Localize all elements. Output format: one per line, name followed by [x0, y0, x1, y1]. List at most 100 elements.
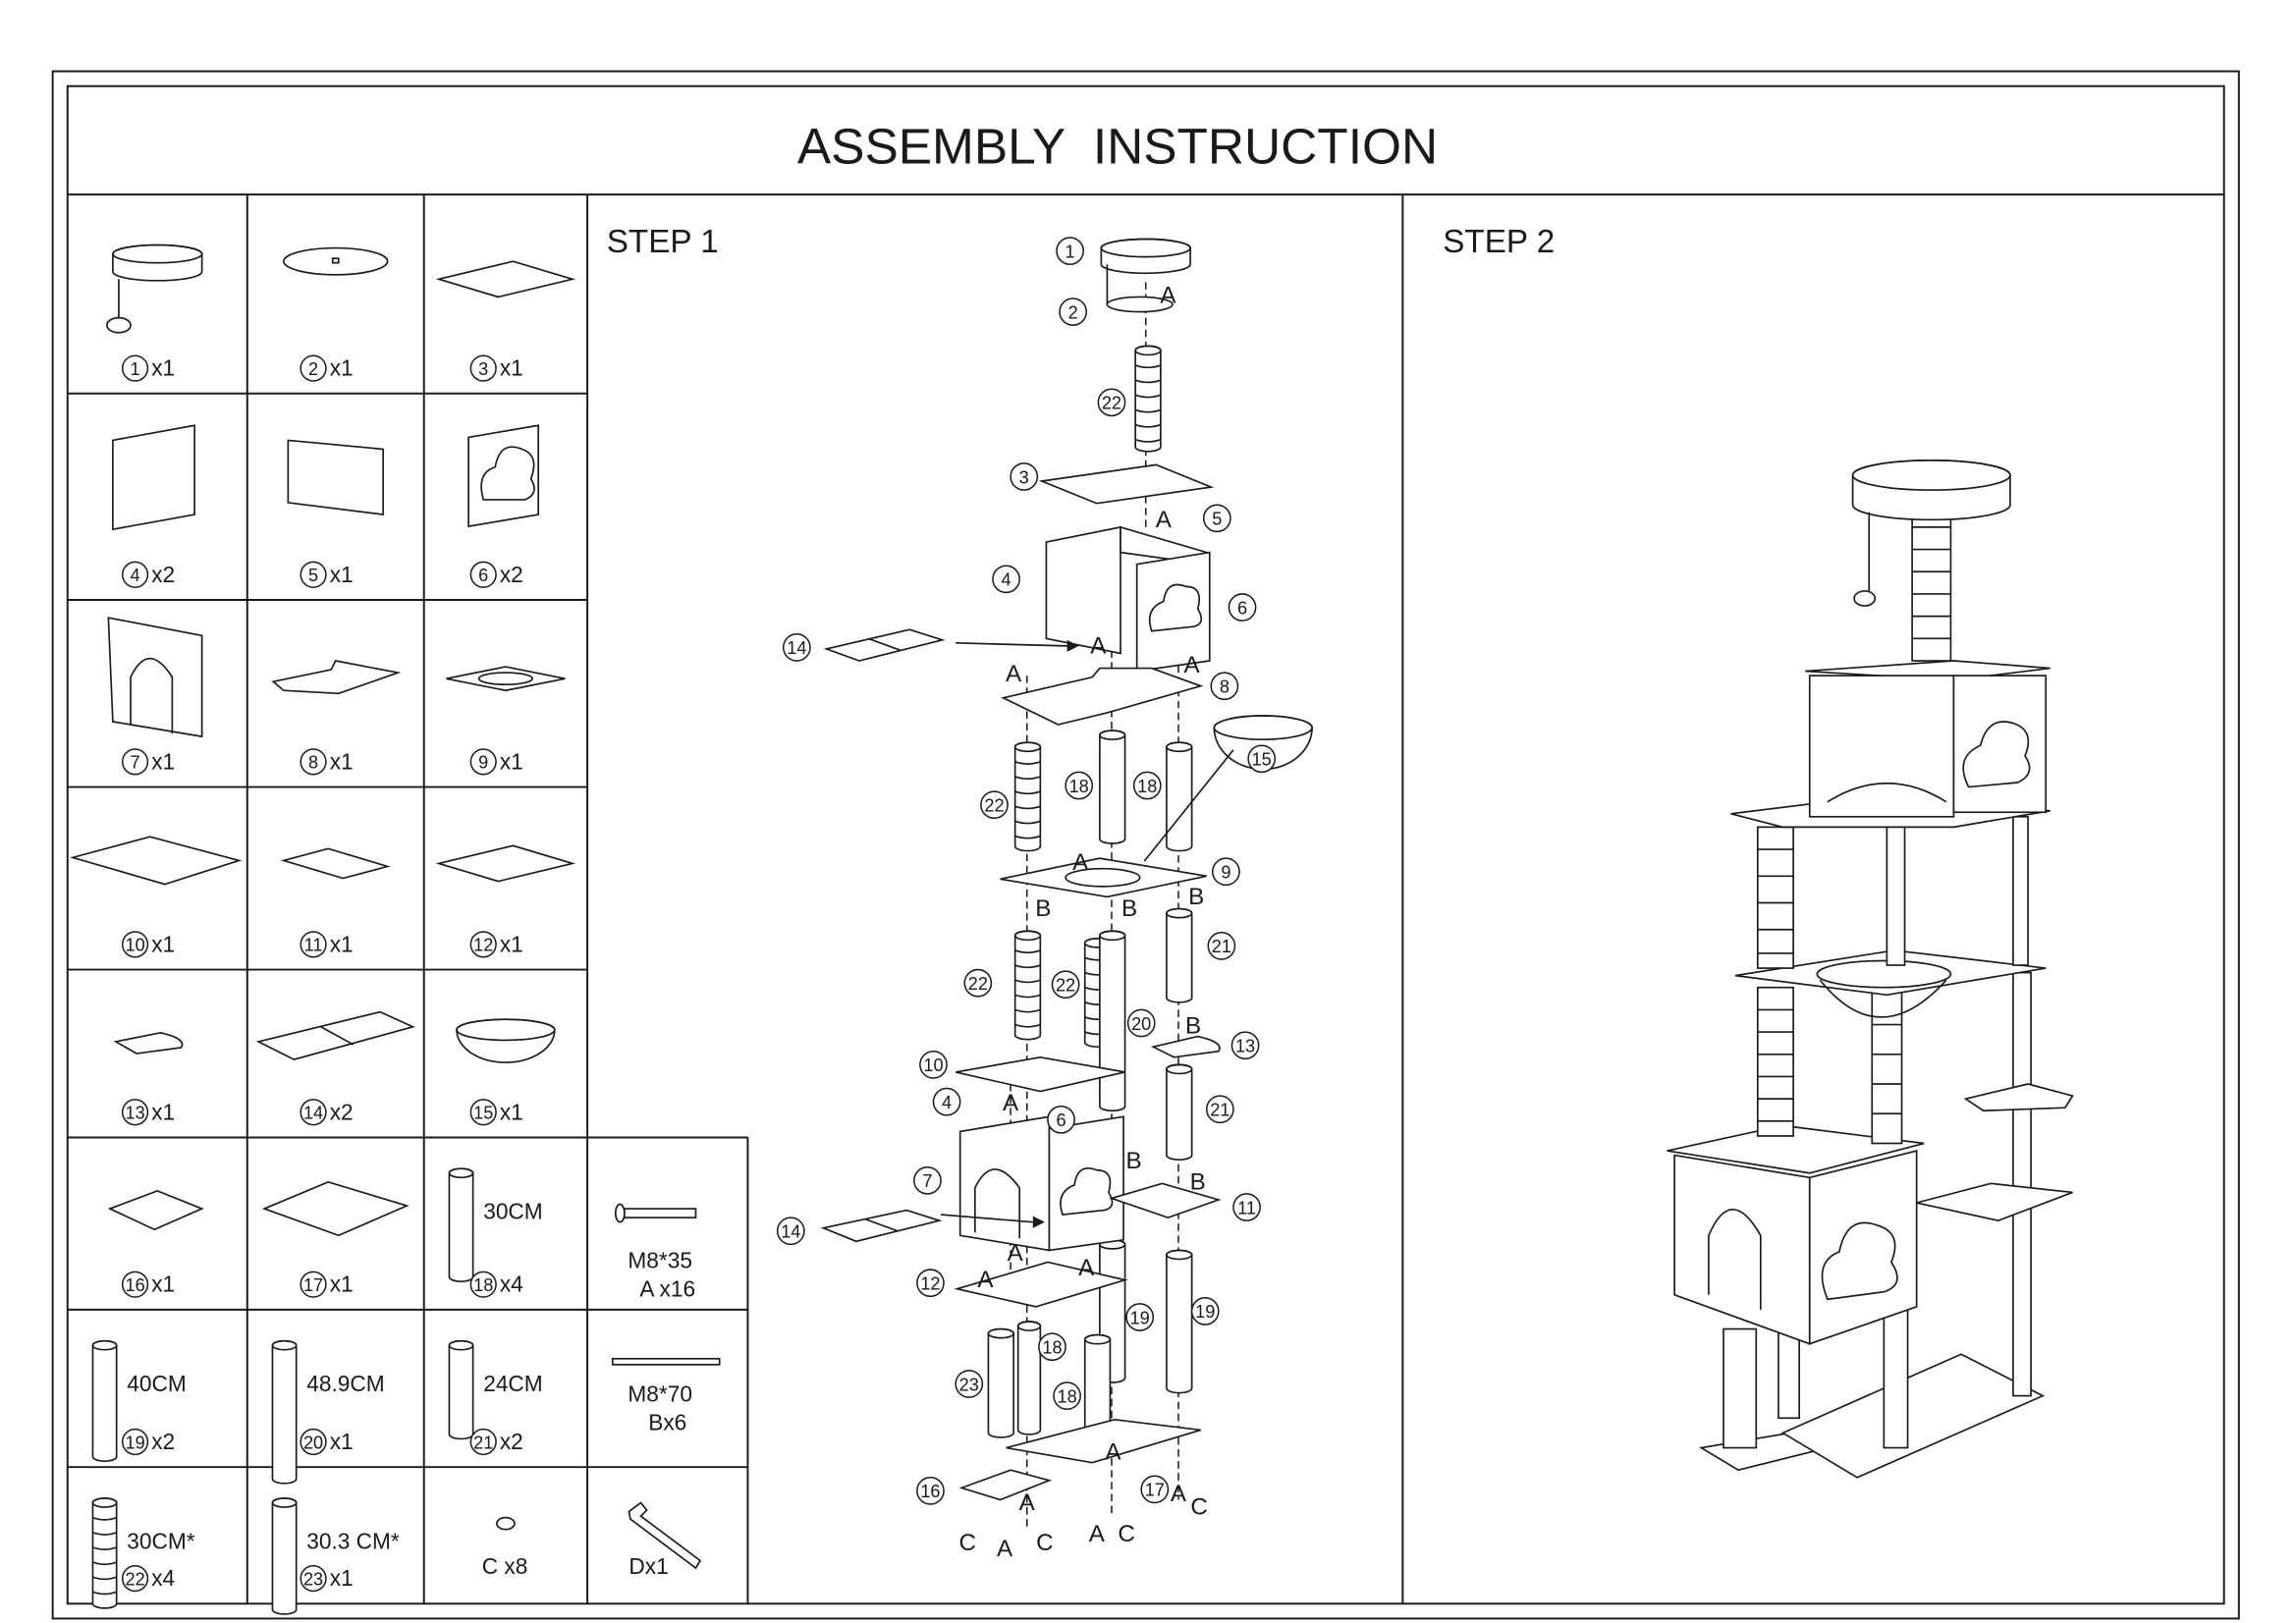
part-number: 11 [304, 936, 323, 955]
back-panel-icon [287, 439, 384, 515]
step1-callout: 5 [1202, 504, 1231, 533]
number-circle [1010, 462, 1039, 491]
step1-callout: 18 [1053, 1381, 1081, 1410]
hardware-letter: B [1190, 1168, 1206, 1195]
part-number: 2 [1068, 302, 1078, 322]
step1-callout: 14 [782, 633, 811, 662]
hardware-4-cell: Dx1 [628, 1501, 702, 1579]
number-circle [300, 1099, 327, 1126]
step1-post [1166, 741, 1193, 852]
part-quantity: x1 [500, 931, 523, 956]
part-quantity: x1 [330, 1271, 354, 1297]
ring-board-icon [446, 666, 566, 692]
part-6-panel-lower [1048, 1115, 1124, 1252]
post-shape [448, 1339, 474, 1440]
step1-callout: 8 [1210, 672, 1239, 701]
part-number-badge: 19 [121, 1428, 149, 1456]
number-circle [121, 561, 149, 588]
part-number: 5 [1212, 510, 1222, 529]
step1-callout: 10 [919, 1050, 948, 1079]
number-circle [955, 1370, 984, 1398]
number-circle [916, 1269, 945, 1298]
post-icon [91, 1339, 118, 1462]
number-circle [932, 1087, 961, 1116]
part-8-cell: 8 x1 [271, 660, 402, 776]
step1-callout: 22 [963, 968, 993, 998]
number-circle [1210, 672, 1239, 701]
number-circle [776, 1217, 805, 1246]
small-step-icon [113, 1031, 184, 1055]
part-quantity: x1 [330, 562, 354, 587]
part-number: 13 [125, 1104, 144, 1123]
inner-border [66, 84, 2225, 1605]
number-circle [469, 354, 497, 382]
part-quantity: x1 [330, 748, 354, 774]
part-quantity: x1 [330, 1565, 354, 1591]
step1-callout: 19 [1125, 1303, 1155, 1331]
part-number-badge: 16 [121, 1271, 149, 1298]
step1-post [1166, 907, 1193, 1003]
number-circle [1202, 504, 1231, 533]
part-quantity: x4 [500, 1271, 523, 1297]
number-circle [1053, 1381, 1081, 1410]
part-number: 14 [303, 1104, 323, 1123]
number-circle [469, 748, 497, 776]
step1-callout: 23 [955, 1370, 984, 1398]
step1-callout: 17 [1140, 1475, 1170, 1504]
number-circle [121, 931, 149, 958]
part-8-board [1001, 667, 1204, 726]
part-number: 8 [1220, 677, 1230, 697]
part-number: 8 [308, 753, 318, 773]
part-quantity: x1 [151, 1099, 175, 1124]
part-number-badge: 12 [469, 931, 497, 958]
step1-callout: 12 [916, 1269, 945, 1298]
hardware-letter: A [1078, 1255, 1095, 1281]
part-quantity: x4 [151, 1565, 175, 1591]
step1-callout: 3 [1010, 462, 1039, 491]
hardware-letter: B [1126, 1148, 1142, 1174]
hardware-letter: C [1118, 1521, 1134, 1547]
part-number-badge: 21 [469, 1428, 497, 1456]
part-number: 22 [968, 974, 988, 994]
part-number: 16 [125, 1275, 144, 1295]
step1-callout: 4 [932, 1087, 961, 1116]
number-circle [121, 1271, 149, 1298]
hardware-letter: A [1171, 1481, 1187, 1507]
part-quantity: x1 [151, 1271, 175, 1297]
part-number: 18 [1137, 777, 1157, 796]
part-quantity: x1 [330, 355, 354, 381]
number-circle [300, 354, 327, 382]
part-number: 7 [131, 753, 140, 773]
hardware-3-cell: C x8 [482, 1516, 527, 1579]
foot-cap-icon [496, 1516, 516, 1531]
step1-callout: 18 [1132, 771, 1162, 800]
number-circle [1230, 1031, 1260, 1060]
step1-callout: 16 [916, 1477, 945, 1505]
part-number: 15 [1252, 750, 1272, 770]
part-number: 18 [1057, 1386, 1076, 1406]
step1-callout: 22 [1097, 388, 1126, 417]
hardware-letter: B [1185, 1013, 1201, 1040]
post-icon [271, 1339, 298, 1485]
part-number: 7 [922, 1171, 932, 1191]
step1-post [987, 1327, 1014, 1438]
hardware-code: A x16 [639, 1275, 695, 1301]
part-number: 21 [1212, 937, 1231, 956]
part-number-badge: 23 [300, 1565, 327, 1593]
number-circle [1059, 298, 1087, 326]
part-13-cell: 13 x1 [113, 1031, 184, 1126]
hardware-1-cell: M8*35A x16 [614, 1203, 697, 1301]
sisal-post-icon [91, 1497, 118, 1609]
part-number-badge: 11 [300, 931, 327, 958]
part-number: 18 [1069, 777, 1089, 796]
part-number: 9 [478, 753, 488, 773]
